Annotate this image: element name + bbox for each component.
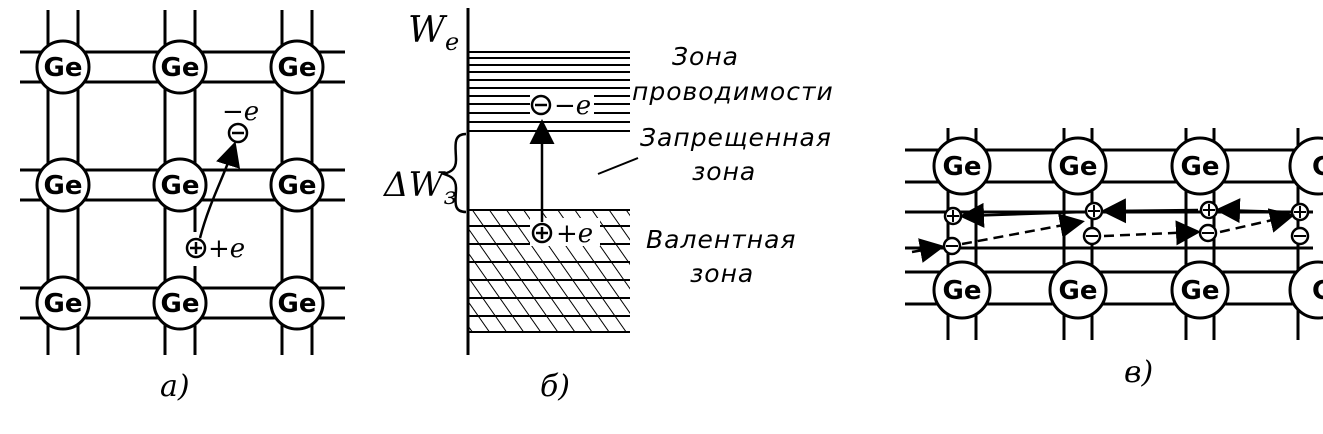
electron-label: −e: [554, 91, 591, 121]
atom: Ge: [269, 275, 325, 331]
panel-b-band-diagram: We: [382, 8, 834, 355]
svg-text:Ge: Ge: [161, 171, 200, 201]
atom: Ge: [35, 275, 91, 331]
atom: Ge: [35, 39, 91, 95]
hole-label: +e: [556, 219, 593, 249]
hole-symbol: [1199, 200, 1219, 220]
hole-symbol: [1084, 201, 1104, 221]
gap-brace: [440, 132, 467, 214]
hole-symbol: [1290, 202, 1310, 222]
valence-zone-label: зона: [690, 259, 754, 288]
valence-zone-label: Валентная: [646, 225, 796, 254]
atom: Ge: [152, 39, 208, 95]
conduction-zone-label: проводимости: [632, 77, 834, 106]
svg-text:Ge: Ge: [44, 53, 83, 83]
conduction-zone-label: Зона: [672, 42, 739, 71]
electron-motion-arrow: [961, 213, 1085, 246]
svg-text:Ge: Ge: [161, 53, 200, 83]
atom: Ge: [1048, 136, 1108, 196]
caption-c: в): [1124, 355, 1153, 390]
svg-text:Ge: Ge: [1181, 276, 1220, 306]
atom: Ge: [932, 260, 992, 320]
atom: Ge: [35, 157, 91, 213]
electron-symbol: [1290, 226, 1310, 246]
atom: Ge: [152, 275, 208, 331]
conduction-band: [468, 51, 630, 132]
atom: Ge: [1170, 136, 1230, 196]
atom: Ge: [1048, 260, 1108, 320]
atom: Ge: [152, 157, 208, 213]
svg-text:G: G: [1312, 152, 1323, 182]
electron-symbol: [1198, 223, 1218, 243]
svg-text:Ge: Ge: [1059, 152, 1098, 182]
svg-text:Ge: Ge: [278, 289, 317, 319]
svg-text:G: G: [1312, 276, 1323, 306]
atom: Ge: [1170, 260, 1230, 320]
svg-text:Ge: Ge: [44, 171, 83, 201]
svg-text:Ge: Ge: [943, 276, 982, 306]
hole-symbol: [943, 206, 963, 226]
panel-c-lattice: Ge Ge Ge G Ge Ge Ge G: [905, 128, 1323, 340]
gap-label: ΔWз: [382, 165, 457, 210]
hole-motion-arrow: [959, 202, 1085, 228]
hole-symbol: [531, 222, 553, 244]
svg-text:Ge: Ge: [1181, 152, 1220, 182]
electron-label: −e: [222, 97, 259, 127]
electron-symbol: [1082, 226, 1102, 246]
energy-axis-label: We: [408, 10, 459, 56]
svg-text:Ge: Ge: [44, 289, 83, 319]
atom: Ge: [932, 136, 992, 196]
electron-motion-arrow: [1219, 208, 1295, 234]
forbidden-zone-leader: [597, 157, 639, 175]
forbidden-zone-label: Запрещенная: [640, 123, 832, 152]
hole-motion-arrow: [1101, 198, 1199, 224]
electron-motion-arrow: [1103, 220, 1201, 246]
caption-b: б): [540, 369, 570, 404]
caption-a: а): [160, 369, 190, 404]
svg-text:Ge: Ge: [943, 152, 982, 182]
hole-label: +e: [208, 234, 245, 264]
transition-arrow: [198, 141, 241, 239]
atom: Ge: [269, 157, 325, 213]
electron-entry-arrow: [911, 238, 945, 263]
forbidden-zone-label: зона: [692, 157, 756, 186]
hole-symbol: [185, 237, 207, 259]
svg-text:Ge: Ge: [161, 289, 200, 319]
svg-text:Ge: Ge: [1059, 276, 1098, 306]
atom: G: [1288, 260, 1323, 320]
electron-symbol: [942, 236, 962, 256]
atom: G: [1288, 136, 1323, 196]
atom: Ge: [269, 39, 325, 95]
svg-text:Ge: Ge: [278, 53, 317, 83]
panel-a-lattice: Ge Ge Ge Ge Ge Ge Ge Ge Ge −e +e: [20, 10, 345, 355]
electron-symbol: [530, 94, 552, 116]
svg-text:Ge: Ge: [278, 171, 317, 201]
